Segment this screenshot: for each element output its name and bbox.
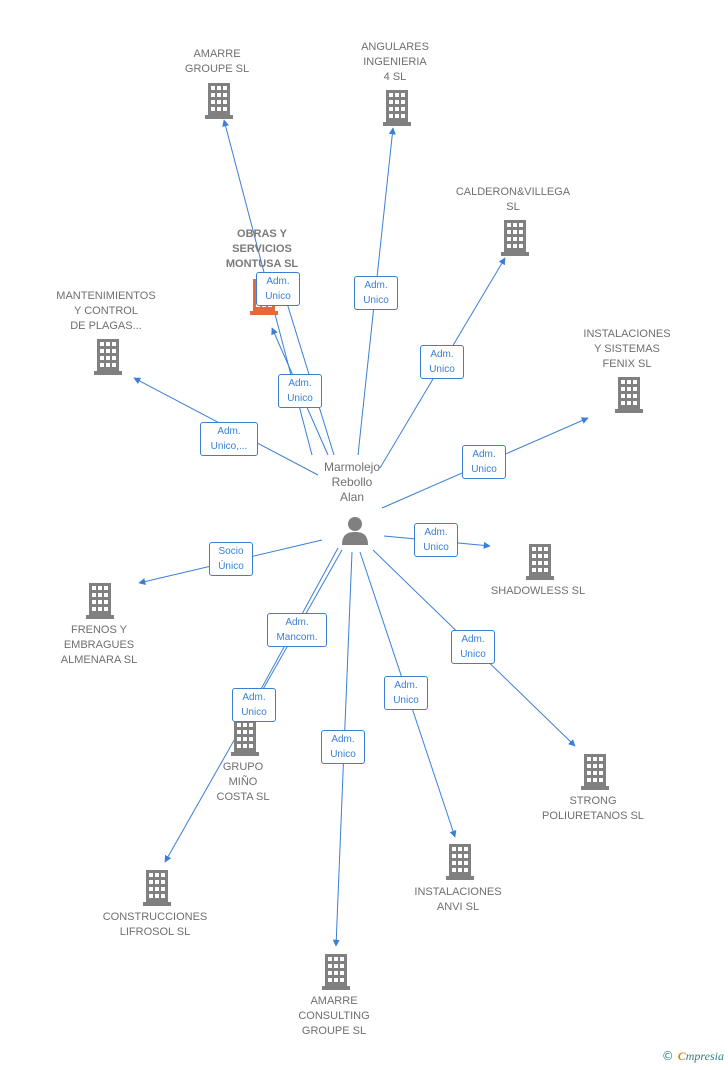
relation-label[interactable]: Adm. Unico <box>462 445 506 479</box>
company-label-shadowless[interactable]: SHADOWLESS SL <box>490 585 586 597</box>
relation-label[interactable]: Adm. Unico,... <box>200 422 258 456</box>
company-label-construcciones[interactable]: CONSTRUCCIONES LIFROSOL SL <box>102 911 208 938</box>
building-icon[interactable] <box>526 544 554 580</box>
building-icon[interactable] <box>143 870 171 906</box>
company-label-grupo-mino[interactable]: GRUPO MIÑO COSTA SL <box>216 761 270 803</box>
company-label-amarre-consulting[interactable]: AMARRE CONSULTING GROUPE SL <box>298 995 370 1037</box>
company-label-amarre-groupe[interactable]: AMARRE GROUPE SL <box>184 48 250 75</box>
relation-label[interactable]: Socio Único <box>209 542 253 576</box>
company-label-frenos[interactable]: FRENOS Y EMBRAGUES ALMENARA SL <box>60 624 138 666</box>
relation-label[interactable]: Adm. Unico <box>232 688 276 722</box>
company-label-angulares[interactable]: ANGULARES INGENIERIA 4 SL <box>361 41 429 83</box>
building-icon[interactable] <box>581 754 609 790</box>
building-icon[interactable] <box>615 377 643 413</box>
relation-label[interactable]: Adm. Unico <box>420 345 464 379</box>
relation-label[interactable]: Adm. Unico <box>321 730 365 764</box>
company-label-obras[interactable]: OBRAS Y SERVICIOS MONTUSA SL <box>225 228 299 270</box>
empresia-logo[interactable]: ©Cmpresia <box>661 1049 724 1063</box>
company-label-mantenimientos[interactable]: MANTENIMIENTOS Y CONTROL DE PLAGAS... <box>56 290 156 332</box>
building-icon[interactable] <box>86 583 114 619</box>
company-label-instalaciones-fenix[interactable]: INSTALACIONES Y SISTEMAS FENIX SL <box>583 328 671 370</box>
building-icon[interactable] <box>383 90 411 126</box>
relation-label[interactable]: Adm. Unico <box>256 272 300 306</box>
relation-label[interactable]: Adm. Unico <box>354 276 398 310</box>
relation-label[interactable]: Adm. Unico <box>384 676 428 710</box>
relation-label[interactable]: Adm. Unico <box>451 630 495 664</box>
company-label-instalaciones-anvi[interactable]: INSTALACIONES ANVI SL <box>414 886 502 913</box>
company-label-calderon[interactable]: CALDERON&VILLEGA SL <box>455 186 571 213</box>
building-icon[interactable] <box>205 83 233 119</box>
person-icon[interactable] <box>341 515 369 545</box>
building-icon[interactable] <box>322 954 350 990</box>
relation-label[interactable]: Adm. Mancom. <box>267 613 327 647</box>
building-icon[interactable] <box>94 339 122 375</box>
company-label-strong[interactable]: STRONG POLIURETANOS SL <box>542 795 644 822</box>
building-icon[interactable] <box>231 720 259 756</box>
building-icon[interactable] <box>446 844 474 880</box>
building-icon[interactable] <box>501 220 529 256</box>
relation-label[interactable]: Adm. Unico <box>414 523 458 557</box>
person-name: Marmolejo Rebollo Alan <box>323 460 380 504</box>
relation-label[interactable]: Adm. Unico <box>278 374 322 408</box>
copyright-icon: © <box>661 1049 674 1063</box>
